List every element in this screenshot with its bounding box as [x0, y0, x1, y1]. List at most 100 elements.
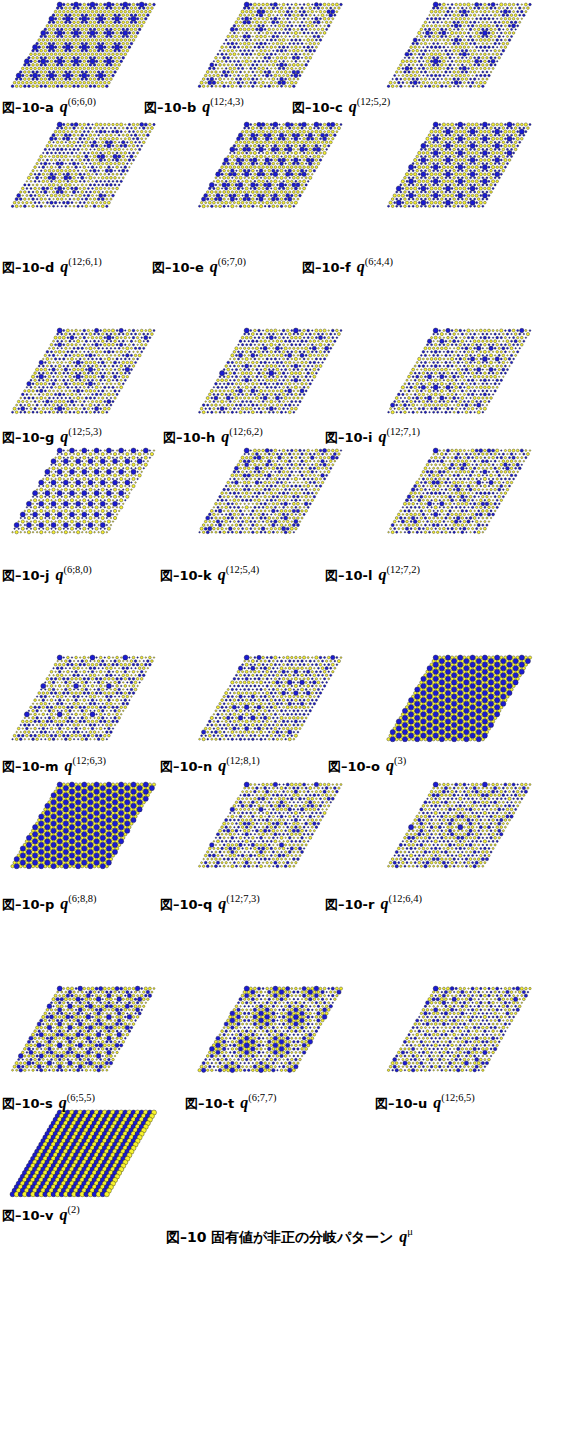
- lattice-node: [309, 14, 311, 16]
- lattice-node: [242, 82, 244, 84]
- lattice-node: [477, 35, 480, 38]
- lattice-node: [38, 74, 41, 77]
- lattice-node: [521, 18, 523, 20]
- lattice-node: [439, 25, 441, 27]
- lattice-node: [243, 35, 247, 39]
- lattice-node: [19, 78, 22, 81]
- lattice-node: [60, 71, 63, 74]
- lattice-node: [274, 32, 276, 34]
- lattice-node: [416, 57, 418, 59]
- lattice-node: [287, 18, 289, 20]
- lattice-node: [424, 57, 426, 59]
- lattice-node: [120, 166, 122, 168]
- lattice-node: [75, 24, 78, 27]
- lattice-node: [50, 24, 53, 27]
- lattice-node: [254, 53, 256, 55]
- lattice-node: [56, 42, 59, 45]
- lattice-node: [510, 28, 512, 30]
- lattice-node: [122, 28, 125, 31]
- lattice-node: [105, 21, 108, 24]
- lattice-node: [235, 35, 238, 38]
- lattice-node: [307, 46, 310, 49]
- lattice-node: [457, 49, 460, 52]
- lattice-node: [288, 85, 291, 88]
- lattice-node: [124, 53, 127, 56]
- lattice-node: [413, 38, 417, 42]
- lattice-node: [484, 74, 487, 77]
- lattice-node: [77, 56, 80, 59]
- lattice-node: [69, 205, 71, 207]
- lattice-node: [523, 7, 525, 9]
- lattice-node: [108, 53, 111, 56]
- lattice-node: [67, 81, 70, 84]
- lattice-node: [236, 57, 238, 59]
- lattice-node: [454, 81, 458, 85]
- lattice-node: [482, 7, 485, 10]
- lattice-node: [209, 74, 211, 76]
- lattice-node: [270, 81, 273, 84]
- lattice-node: [75, 74, 78, 77]
- lattice-node: [75, 53, 78, 56]
- lattice-node: [500, 3, 503, 6]
- lattice-node: [285, 14, 287, 16]
- lattice-node: [245, 10, 248, 13]
- lattice-node: [126, 170, 128, 172]
- lattice-node: [239, 71, 241, 73]
- lattice-node: [36, 71, 39, 74]
- lattice-node: [488, 60, 491, 63]
- lattice-node: [132, 10, 135, 13]
- lattice-node: [59, 145, 61, 147]
- lattice-node: [52, 56, 55, 59]
- lattice-node: [252, 28, 255, 31]
- lattice-node: [392, 78, 394, 80]
- lattice-node: [500, 53, 502, 55]
- lattice-node: [395, 71, 398, 74]
- lattice-node: [225, 82, 227, 84]
- lattice-node: [204, 74, 207, 77]
- lattice-node: [79, 74, 82, 77]
- lattice-node: [441, 43, 443, 45]
- lattice-node: [73, 49, 76, 52]
- lattice-node: [410, 60, 413, 63]
- lattice-node: [512, 3, 515, 6]
- lattice-node: [423, 61, 425, 63]
- lattice-node: [523, 14, 526, 17]
- lattice-node: [93, 35, 96, 38]
- lattice-node: [40, 78, 43, 81]
- lattice-node: [253, 81, 256, 84]
- lattice-node: [513, 11, 515, 13]
- lattice-node: [229, 46, 231, 48]
- lattice-node: [273, 2, 277, 6]
- lattice-node: [242, 39, 244, 41]
- lattice-node: [231, 71, 234, 74]
- lattice-node: [418, 53, 420, 55]
- lattice-node: [136, 32, 139, 35]
- lattice-node: [478, 78, 480, 80]
- lattice-node: [459, 3, 462, 6]
- lattice-node: [439, 46, 442, 49]
- lattice-node: [438, 53, 441, 56]
- lattice-node: [32, 184, 34, 186]
- lattice-node: [221, 68, 223, 70]
- lattice-node: [429, 43, 431, 45]
- lattice-node: [46, 81, 49, 84]
- lattice-node: [268, 50, 270, 52]
- lattice-node: [77, 191, 79, 193]
- lattice-node: [449, 50, 451, 52]
- lattice-node: [241, 10, 244, 13]
- lattice-node: [267, 70, 271, 74]
- lattice-node: [132, 24, 135, 27]
- lattice-node: [453, 49, 456, 52]
- lattice-node: [486, 43, 488, 45]
- lattice-node: [97, 64, 100, 67]
- lattice-node: [478, 71, 480, 73]
- lattice-node: [295, 53, 298, 56]
- lattice-node: [90, 30, 95, 35]
- lattice-node: [116, 180, 118, 182]
- lattice-node: [87, 10, 90, 13]
- lattice-node: [441, 71, 443, 73]
- lattice-node: [434, 10, 437, 13]
- lattice-node: [331, 10, 335, 14]
- lattice-node: [430, 60, 433, 63]
- lattice-node: [73, 35, 76, 38]
